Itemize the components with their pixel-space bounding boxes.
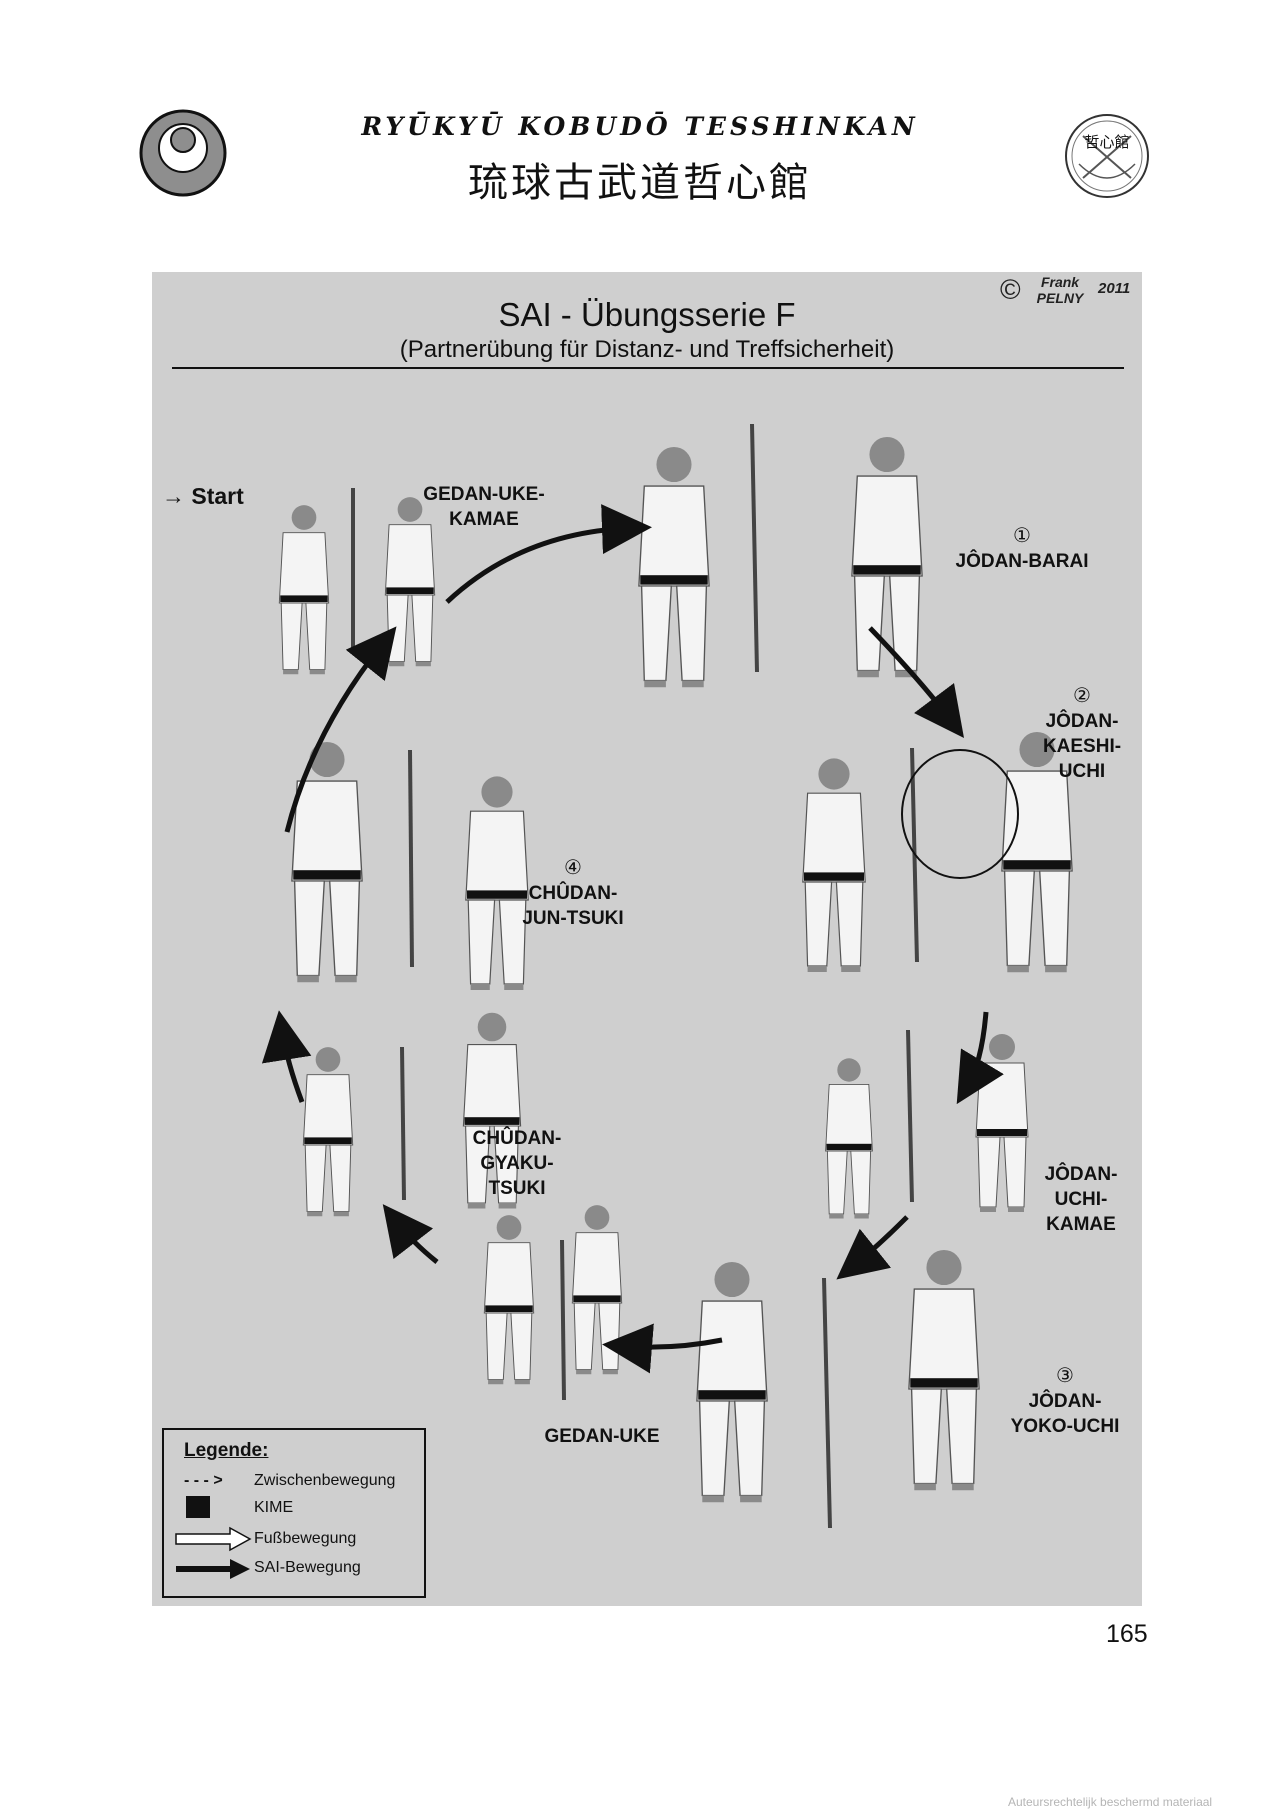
label-line: JÔDAN-BARAI bbox=[955, 551, 1089, 572]
label-line: JÔDAN- bbox=[1044, 1164, 1118, 1185]
figure-top-partner bbox=[638, 446, 710, 688]
bo-staff bbox=[400, 1046, 406, 1201]
solid-arrow-icon bbox=[176, 1559, 250, 1579]
header-title: RYŪKYŪ KOBUDŌ TESSHINKAN bbox=[361, 112, 919, 141]
label-line: JUN-TSUKI bbox=[522, 908, 624, 929]
dashed-arrow-icon: - - - > bbox=[184, 1472, 223, 1489]
circle-logo-icon bbox=[139, 109, 227, 197]
exercise-illustration bbox=[261, 423, 1073, 1529]
label-line: CHÛDAN- bbox=[472, 1128, 562, 1149]
seal-text: 哲心館 bbox=[1084, 133, 1130, 151]
panel-title: SAI - Übungsserie F bbox=[498, 296, 796, 333]
label-line: KAMAE bbox=[1046, 1214, 1116, 1235]
sai-movement-arrows bbox=[261, 504, 1004, 1374]
figure-gedan-uke bbox=[571, 1204, 623, 1375]
page-number: 165 bbox=[1106, 1620, 1148, 1648]
legend-item-label: Fußbewegung bbox=[254, 1530, 357, 1547]
legend-title: Legende: bbox=[184, 1440, 269, 1461]
copyright-symbol: © bbox=[1000, 274, 1021, 305]
figure-bottom-left-partner bbox=[483, 1214, 535, 1385]
watermark: Auteursrechtelijk beschermd materiaal bbox=[1008, 1795, 1213, 1809]
label-chudan-jun-tsuki: ④ CHÛDAN- JUN-TSUKI bbox=[508, 856, 638, 931]
legend-box: Legende: - - - > Zwischenbewegung KIME F… bbox=[162, 1428, 426, 1598]
start-label: → Start bbox=[162, 483, 244, 509]
label-line: UCHI- bbox=[1054, 1189, 1108, 1210]
label-jodan-uchi-kamae: JÔDAN- UCHI- KAMAE bbox=[1036, 1162, 1126, 1237]
title-rule bbox=[172, 367, 1124, 369]
label-jodan-barai: ① JÔDAN-BARAI bbox=[942, 524, 1102, 574]
label-line: KAMAE bbox=[449, 509, 519, 530]
hollow-arrow-icon bbox=[175, 1526, 252, 1552]
header-kanji: 琉球古武道哲心館 bbox=[468, 160, 812, 206]
label-line: JÔDAN- bbox=[1028, 1391, 1102, 1412]
copyright-first-name: Frank bbox=[1040, 274, 1080, 290]
label-gedan-uke-kamae: GEDAN-UKE- KAMAE bbox=[414, 482, 554, 532]
label-line: YOKO-UCHI bbox=[1010, 1416, 1120, 1437]
label-chudan-gyaku-tsuki: CHÛDAN- GYAKU- TSUKI bbox=[457, 1126, 577, 1201]
label-jodan-kaeshi-uchi: ② JÔDAN- KAESHI- UCHI bbox=[1032, 684, 1132, 784]
label-line: TSUKI bbox=[488, 1178, 546, 1199]
copyright-last-name: PELNY bbox=[1036, 290, 1084, 306]
step-number: ① bbox=[1013, 525, 1031, 547]
bo-staff bbox=[408, 749, 414, 968]
label-line: GEDAN-UKE- bbox=[423, 484, 545, 505]
label-line: GYAKU- bbox=[480, 1153, 554, 1174]
exercise-panel: SAI - Übungsserie F (Partnerübung für Di… bbox=[152, 272, 1142, 1606]
label-jodan-yoko-uchi: ③ JÔDAN- YOKO-UCHI bbox=[1000, 1364, 1130, 1439]
legend-item-label: KIME bbox=[254, 1499, 294, 1516]
copyright-year: 2011 bbox=[1098, 280, 1131, 297]
label-gedan-uke: GEDAN-UKE bbox=[522, 1424, 682, 1449]
legend-item-label: Zwischenbewegung bbox=[254, 1472, 396, 1489]
label-line: JÔDAN- bbox=[1045, 711, 1119, 732]
step-number: ③ bbox=[1056, 1365, 1074, 1387]
label-line: KAESHI- bbox=[1042, 736, 1122, 757]
figure-jodan-yoko-uchi bbox=[908, 1249, 980, 1491]
figure-right-partner bbox=[802, 757, 866, 973]
panel-subtitle: (Partnerübung für Distanz- und Treffsich… bbox=[399, 336, 895, 363]
label-line: CHÛDAN- bbox=[528, 883, 618, 904]
figure-bottom-partner bbox=[696, 1261, 768, 1503]
figure-start-partner bbox=[278, 504, 330, 675]
kime-square-icon bbox=[186, 1496, 210, 1518]
figure-jodan-barai bbox=[851, 436, 923, 678]
step-number: ② bbox=[1073, 685, 1091, 707]
bo-staff bbox=[750, 423, 759, 673]
bo-staff bbox=[560, 1239, 566, 1401]
figure-right-lower-partner bbox=[825, 1057, 873, 1219]
step-number: ④ bbox=[564, 857, 582, 879]
figure-jodan-uchi-kamae bbox=[975, 1033, 1029, 1213]
copyright-name: Frank PELNY bbox=[1030, 274, 1090, 306]
label-line: GEDAN-UKE bbox=[544, 1426, 660, 1447]
figure-left-lower-partner bbox=[302, 1046, 354, 1217]
bo-staff bbox=[906, 1029, 914, 1203]
seal-logo-icon bbox=[1065, 114, 1149, 198]
legend-item-label: SAI-Bewegung bbox=[254, 1559, 361, 1576]
bo-staff bbox=[822, 1277, 832, 1529]
label-line: UCHI bbox=[1058, 761, 1106, 782]
